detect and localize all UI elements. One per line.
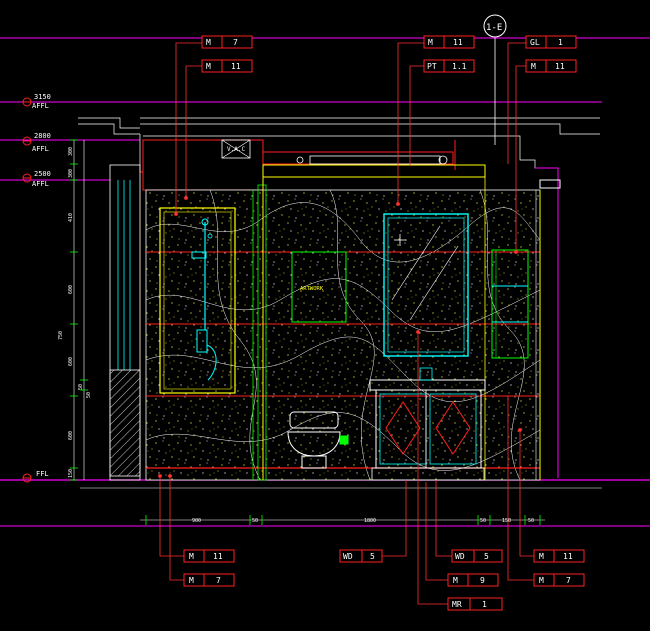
tag-code: M xyxy=(189,576,194,585)
wall-shelves xyxy=(491,249,529,359)
material-tag: M 7 xyxy=(533,573,585,587)
shower-recess xyxy=(159,155,486,481)
level-tag: AFFL xyxy=(32,102,49,110)
tag-number: 11 xyxy=(213,552,223,561)
level-value: FFL xyxy=(36,470,49,478)
level-mark: 3150 AFFL xyxy=(22,93,51,110)
dim-label: 750 xyxy=(58,331,64,340)
tag-code: WD xyxy=(455,552,465,561)
dim-label: 900 xyxy=(192,518,201,524)
tag-code: WD xyxy=(343,552,353,561)
vent-grille: V.A.C xyxy=(221,139,251,159)
dim-label: 50 xyxy=(480,518,486,524)
vanity-cabinet xyxy=(369,367,486,481)
material-tag: MR 1 xyxy=(447,597,503,611)
tag-code: M xyxy=(453,576,458,585)
tag-number: 1.1 xyxy=(452,62,467,71)
material-tag: WD 5 xyxy=(451,549,503,563)
left-column xyxy=(109,164,141,481)
material-tag: M 7 xyxy=(183,573,235,587)
artwork-frame: ARTWORK xyxy=(291,251,347,323)
tag-code: M xyxy=(189,552,194,561)
material-tag: M 11 xyxy=(183,549,235,563)
material-tags-top: M 7 M 11 M 11 PT 1.1 GL 1 xyxy=(201,35,577,73)
dim-label: 600 xyxy=(68,431,74,440)
toilet xyxy=(287,411,349,469)
dim-label: 50 xyxy=(528,518,534,524)
level-value: 2500 xyxy=(34,170,51,178)
dim-label: 600 xyxy=(68,357,74,366)
material-tag: M 7 xyxy=(201,35,253,49)
tag-number: 5 xyxy=(484,552,489,561)
tag-number: 7 xyxy=(233,38,238,47)
material-tag: M 11 xyxy=(201,59,253,73)
tag-number: 7 xyxy=(216,576,221,585)
level-value: 2800 xyxy=(34,132,51,140)
material-tag: M 11 xyxy=(533,549,585,563)
dim-label: 1800 xyxy=(364,518,376,524)
level-mark: 2500 AFFL xyxy=(22,170,51,188)
tag-code: M xyxy=(428,38,433,47)
level-tag: AFFL xyxy=(32,180,49,188)
tag-number: 1 xyxy=(558,38,563,47)
tag-code: M xyxy=(206,38,211,47)
horizontal-dimensions: 900 50 1800 50 150 50 xyxy=(140,515,545,525)
vertical-dimensions: 300 300 410 600 600 750 50 50 600 150 xyxy=(58,139,92,481)
material-tag: PT 1.1 xyxy=(423,59,475,73)
marble-wall xyxy=(145,189,541,481)
section-label: 1-E xyxy=(486,23,502,33)
tag-code: M xyxy=(539,552,544,561)
level-value: 3150 xyxy=(34,93,51,101)
dim-label: 50 xyxy=(86,392,92,398)
tag-number: 9 xyxy=(480,576,485,585)
tag-number: 11 xyxy=(231,62,241,71)
dim-label: 150 xyxy=(502,518,511,524)
tag-number: 7 xyxy=(566,576,571,585)
tag-code: PT xyxy=(427,62,437,71)
tag-number: 5 xyxy=(370,552,375,561)
dim-label: 50 xyxy=(252,518,258,524)
material-tag: WD 5 xyxy=(339,549,383,563)
material-tags-bottom: M 11 M 7 WD 5 WD 5 M 9 xyxy=(183,549,585,611)
tag-number: 11 xyxy=(453,38,463,47)
tag-number: 11 xyxy=(555,62,565,71)
material-tag: M 11 xyxy=(423,35,475,49)
level-tag: AFFL xyxy=(32,145,49,153)
mirror xyxy=(383,213,469,357)
tag-code: GL xyxy=(530,38,540,47)
level-markers: 3150 AFFL 2800 AFFL 2500 AFFL FFL xyxy=(22,93,51,483)
dim-label: 600 xyxy=(68,285,74,294)
tag-code: M xyxy=(531,62,536,71)
dim-label: 410 xyxy=(68,213,74,222)
dim-label: 50 xyxy=(78,384,84,390)
section-marker: 1-E xyxy=(483,14,507,145)
leader-lines-top xyxy=(174,42,526,254)
material-tag: GL 1 xyxy=(525,35,577,49)
dim-label: 150 xyxy=(68,469,74,478)
tag-code: M xyxy=(539,576,544,585)
artwork-label: ARTWORK xyxy=(300,286,324,292)
vent-label: V.A.C xyxy=(227,146,245,153)
material-tag: M 9 xyxy=(447,573,499,587)
level-mark: 2800 AFFL xyxy=(22,132,51,153)
dim-label: 300 xyxy=(68,169,74,178)
tag-number: 11 xyxy=(563,552,573,561)
tag-number: 1 xyxy=(482,600,487,609)
material-tag: M 11 xyxy=(525,59,577,73)
tag-code: M xyxy=(206,62,211,71)
level-mark: FFL xyxy=(22,470,49,483)
shower-fixture xyxy=(191,218,217,381)
tag-code: MR xyxy=(452,600,462,609)
dim-label: 300 xyxy=(68,147,74,156)
